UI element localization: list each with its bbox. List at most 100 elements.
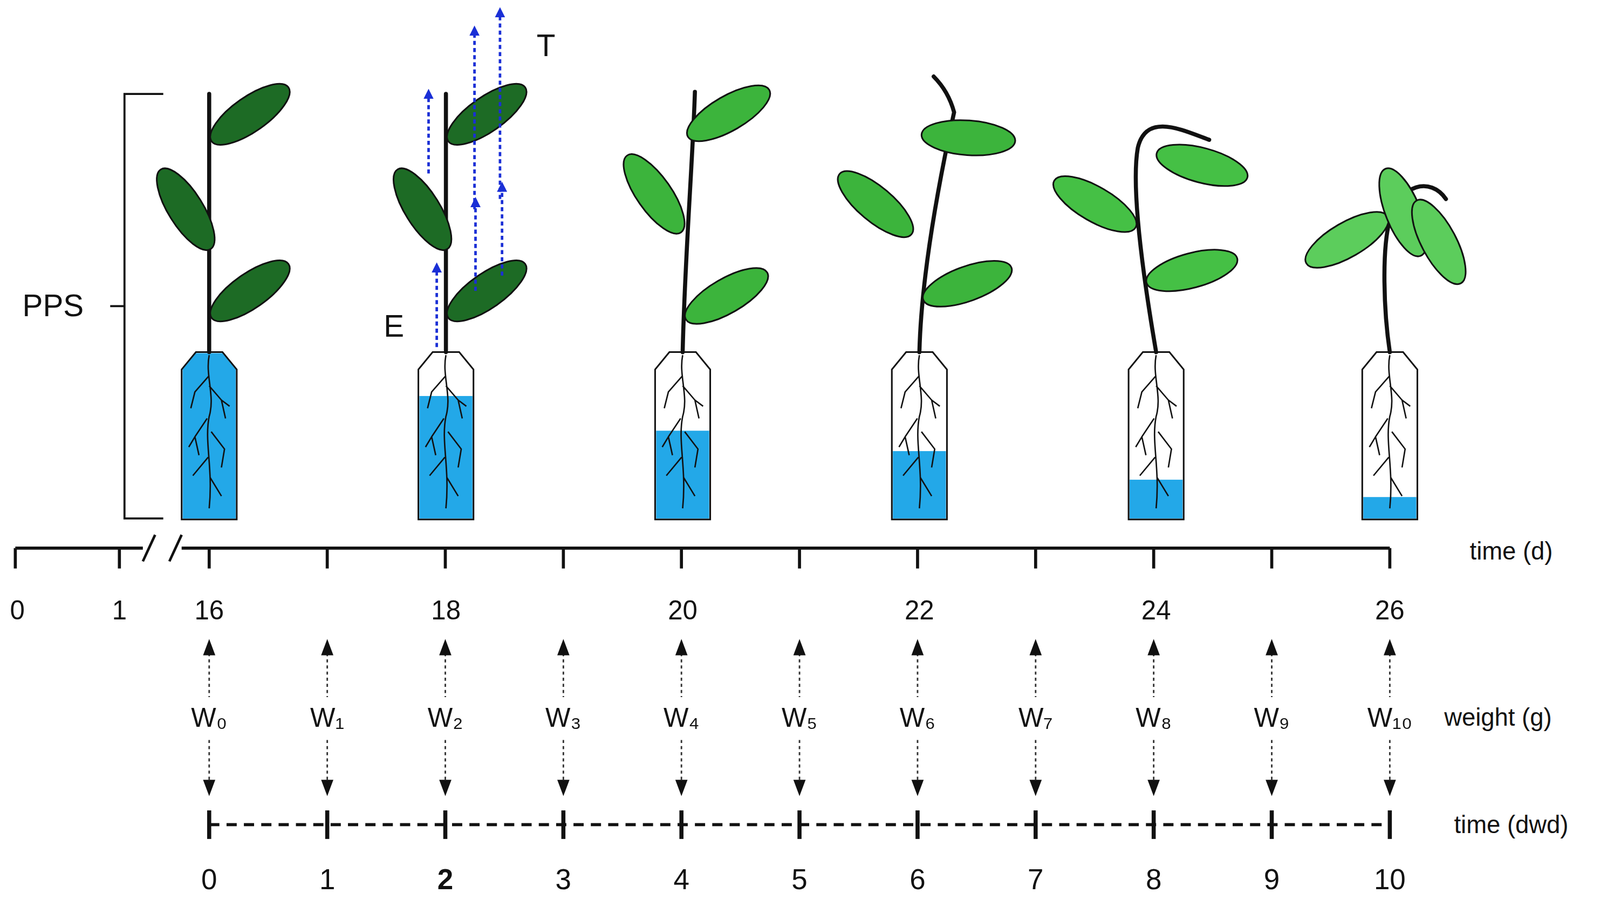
weight-arrowhead (911, 638, 925, 655)
axis-break (142, 534, 182, 562)
axis-tick (325, 548, 330, 569)
weight-arrowhead (320, 638, 334, 655)
stem (919, 76, 954, 353)
weight-arrowhead (557, 638, 570, 655)
plant (828, 76, 1018, 520)
tick-number: 7 (1027, 865, 1044, 894)
bracket-label: PPS (22, 290, 85, 322)
weight-arrow (444, 653, 447, 697)
plant (1045, 126, 1252, 519)
weight-arrow (798, 653, 801, 697)
axis-tick (1034, 548, 1038, 569)
tick-number: 26 (1375, 597, 1405, 624)
leaf (612, 145, 696, 243)
flux-arrow (473, 30, 476, 210)
tube (418, 352, 474, 520)
weight-arrow (326, 739, 328, 782)
axis-tick (1270, 548, 1274, 569)
weight-arrow (1389, 653, 1391, 697)
weight-arrow (1270, 739, 1273, 782)
time-axis (15, 546, 1390, 550)
tick-number: 18 (431, 597, 461, 624)
tube (891, 352, 947, 520)
weight-arrowhead (793, 638, 806, 655)
weight-label: W₈ (1135, 703, 1172, 731)
roots (898, 354, 940, 509)
dwd-tick (207, 810, 212, 839)
tick-number: 5 (791, 865, 808, 894)
weight-arrowhead (1029, 638, 1042, 655)
leaf (1401, 192, 1476, 292)
weight-arrowhead (1265, 779, 1278, 796)
weight-arrowhead (911, 779, 925, 796)
weight-arrowhead (675, 638, 688, 655)
flux-arrow (500, 186, 504, 276)
weight-arrow (444, 739, 447, 782)
tick-number: 4 (673, 865, 689, 894)
dwd-tick (1269, 810, 1275, 839)
leaf (1297, 201, 1397, 279)
weight-arrow (562, 739, 565, 782)
axis-tick (443, 548, 448, 569)
roots (425, 354, 467, 509)
dwd-tick (915, 810, 920, 839)
weight-arrow (1152, 653, 1155, 697)
axis-title: time (dwd) (1454, 812, 1569, 837)
axis-tick (117, 548, 121, 569)
weight-label: W₇ (1018, 703, 1053, 731)
weight-arrow (798, 739, 801, 782)
tick-number: 8 (1145, 865, 1162, 894)
weight-arrow (1034, 739, 1037, 782)
weight-arrow (917, 653, 919, 697)
dwd-tick (561, 810, 566, 839)
tick-number: 10 (1373, 865, 1406, 894)
weight-label: W₀ (190, 703, 228, 731)
weight-arrowhead (202, 779, 216, 796)
weight-arrowhead (1147, 638, 1160, 655)
leaf (438, 73, 536, 156)
weight-arrow (208, 653, 210, 697)
weight-label: W₅ (781, 703, 818, 731)
weight-arrow (562, 653, 565, 697)
weight-arrow (917, 739, 919, 782)
weight-arrow (208, 739, 210, 782)
weight-arrow (1389, 739, 1391, 782)
weight-arrow (680, 653, 683, 697)
axis-title: weight (g) (1444, 705, 1552, 730)
weight-arrowhead (675, 779, 688, 796)
dwd-tick (679, 810, 684, 839)
tick-number: 22 (904, 597, 935, 624)
weight-arrowhead (1383, 779, 1397, 796)
roots (188, 354, 230, 509)
leaf (1045, 165, 1145, 243)
tick-number: 16 (194, 597, 224, 624)
weight-arrowhead (1265, 638, 1278, 655)
tick-number: 2 (437, 865, 454, 894)
leaf (201, 73, 299, 156)
weight-label: W₃ (545, 703, 581, 731)
dwd-tick (797, 810, 802, 839)
weight-arrowhead (1383, 638, 1397, 655)
tick-number: 20 (667, 597, 698, 624)
leaf (917, 251, 1018, 317)
axis-title: time (d) (1469, 538, 1554, 564)
tube (181, 352, 237, 520)
weight-arrowhead (1029, 779, 1042, 796)
leaf (438, 249, 536, 333)
plant (383, 73, 536, 520)
leaf (383, 160, 463, 259)
dwd-tick (1151, 810, 1157, 839)
weight-label: W₁ (310, 703, 345, 731)
bracket (110, 93, 163, 519)
tick-number: 1 (319, 865, 335, 894)
weight-arrowhead (439, 779, 452, 796)
weight-arrow (1034, 653, 1037, 697)
plant (1297, 162, 1476, 520)
roots (1369, 354, 1411, 509)
weight-arrowhead (439, 638, 452, 655)
weight-label: W₄ (663, 703, 700, 731)
weight-label: W₉ (1254, 703, 1290, 731)
flux-arrow (435, 267, 439, 348)
tube (1362, 352, 1418, 520)
plant (146, 73, 299, 520)
